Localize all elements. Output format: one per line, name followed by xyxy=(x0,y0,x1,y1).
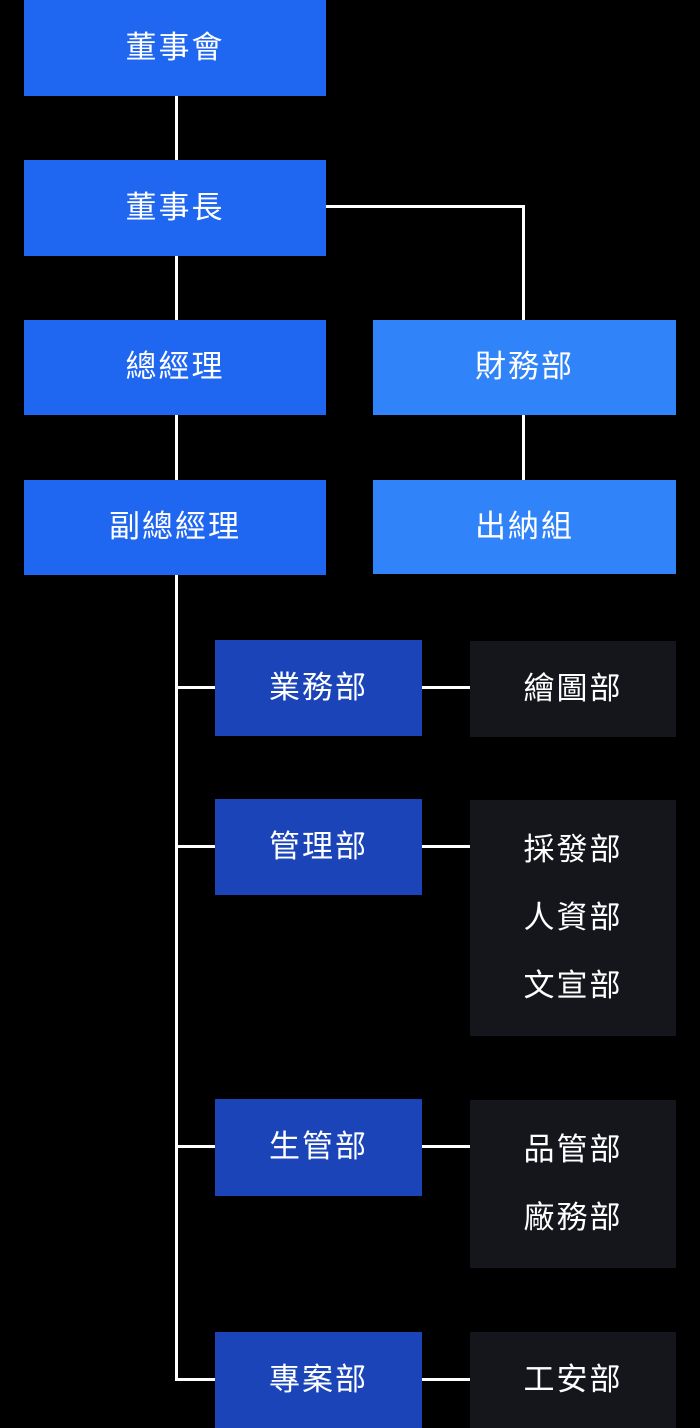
org-node-cashier-group: 出納組 xyxy=(373,480,676,574)
sub-department-item: 繪圖部 xyxy=(523,670,623,707)
org-node-production-control-dept: 生管部 xyxy=(215,1099,422,1196)
connector-chairman-finance-v xyxy=(522,205,525,320)
connector-finance-cashier xyxy=(522,415,525,480)
connector-chairman-gm xyxy=(175,256,178,320)
org-node-work-safety-dept: 工安部 xyxy=(470,1332,676,1428)
sub-department-item: 採發部 xyxy=(523,831,623,868)
org-node-finance-dept-label: 財務部 xyxy=(475,349,574,385)
org-node-chairman-label: 董事長 xyxy=(125,189,225,226)
connector-management-subs xyxy=(422,845,470,848)
org-node-vice-general-manager: 副總經理 xyxy=(24,480,326,575)
connector-project-safety xyxy=(422,1378,470,1381)
connector-trunk-production xyxy=(175,1145,215,1148)
org-node-general-manager: 總經理 xyxy=(24,320,326,415)
org-node-production-control-dept-label: 生管部 xyxy=(269,1129,368,1165)
org-node-sales-dept: 業務部 xyxy=(215,640,422,736)
org-node-production-sub-group: 品管部 廠務部 xyxy=(470,1100,676,1268)
org-node-general-manager-label: 總經理 xyxy=(125,349,225,385)
sub-department-item: 廠務部 xyxy=(523,1199,623,1236)
connector-board-chairman xyxy=(175,96,178,160)
org-node-management-dept-label: 管理部 xyxy=(269,828,368,865)
org-node-project-dept-label: 專案部 xyxy=(269,1361,368,1398)
sub-department-item: 文宣部 xyxy=(523,967,623,1004)
connector-trunk-sales xyxy=(175,686,215,689)
connector-trunk-project xyxy=(175,1378,215,1381)
org-node-finance-dept: 財務部 xyxy=(373,320,676,415)
connector-chairman-finance-h xyxy=(326,205,525,208)
org-node-board: 董事會 xyxy=(24,0,326,96)
org-node-drawing-dept: 繪圖部 xyxy=(470,641,676,737)
sub-department-item: 工安部 xyxy=(523,1361,623,1398)
org-node-management-dept: 管理部 xyxy=(215,799,422,895)
connector-gm-vgm xyxy=(175,415,178,480)
org-node-management-sub-group: 採發部 人資部 文宣部 xyxy=(470,800,676,1036)
org-node-cashier-group-label: 出納組 xyxy=(475,508,574,545)
org-node-chairman: 董事長 xyxy=(24,160,326,256)
connector-trunk-management xyxy=(175,845,215,848)
connector-production-subs xyxy=(422,1145,470,1148)
org-node-sales-dept-label: 業務部 xyxy=(269,669,368,706)
org-node-project-dept: 專案部 xyxy=(215,1332,422,1428)
org-node-board-label: 董事會 xyxy=(125,29,225,66)
org-node-vice-general-manager-label: 副總經理 xyxy=(109,509,241,545)
connector-vgm-trunk xyxy=(175,575,178,1381)
sub-department-item: 人資部 xyxy=(523,899,623,936)
sub-department-item: 品管部 xyxy=(523,1131,623,1168)
connector-sales-drawing xyxy=(422,686,470,689)
